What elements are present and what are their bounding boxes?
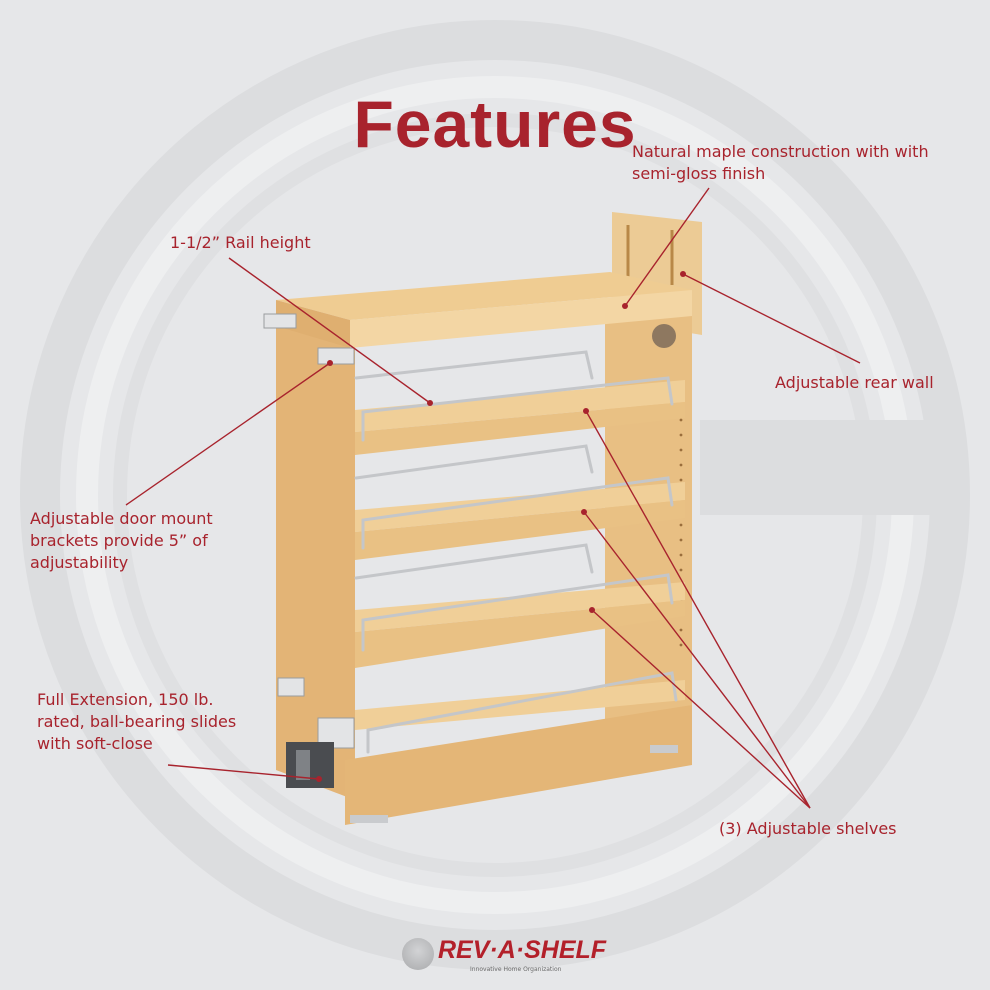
callout-line: Adjustable rear wall xyxy=(775,373,934,392)
callout-line: 1-1/2” Rail height xyxy=(170,233,311,252)
callout-line: Full Extension, 150 lb. xyxy=(37,690,214,709)
callout-line: semi-gloss finish xyxy=(632,164,766,183)
page-title: Features xyxy=(353,87,637,162)
callout-line: Adjustable door mount xyxy=(30,509,213,528)
brand-logo: REV·A·SHELF Innovative Home Organization xyxy=(402,936,622,976)
callout-slides: Full Extension, 150 lb. rated, ball-bear… xyxy=(37,689,236,755)
callout-line: (3) Adjustable shelves xyxy=(719,819,897,838)
logo-wordmark: REV·A·SHELF xyxy=(438,936,607,964)
logo-mark-icon xyxy=(402,938,434,970)
cabinet xyxy=(263,212,702,825)
callout-line: adjustability xyxy=(30,553,129,572)
callout-rail-height: 1-1/2” Rail height xyxy=(170,232,311,254)
callout-line: brackets provide 5” of xyxy=(30,531,208,550)
callout-line: with soft-close xyxy=(37,734,153,753)
leader-lines xyxy=(125,187,861,809)
logo-tagline: Innovative Home Organization xyxy=(470,966,562,973)
background-rings xyxy=(20,20,970,970)
callout-door-mount: Adjustable door mount brackets provide 5… xyxy=(30,508,213,574)
callout-line: Natural maple construction with with xyxy=(632,142,929,161)
callout-line: rated, ball-bearing slides xyxy=(37,712,237,731)
callout-rear-wall: Adjustable rear wall xyxy=(775,372,934,394)
callout-maple-construction: Natural maple construction with with sem… xyxy=(632,141,929,185)
callout-shelves: (3) Adjustable shelves xyxy=(719,818,897,840)
